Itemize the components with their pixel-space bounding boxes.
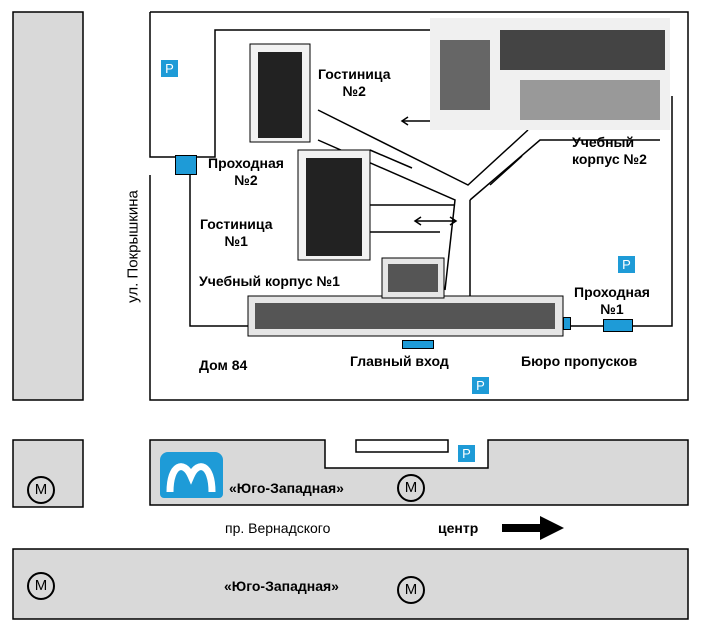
teaching-building-2 xyxy=(430,18,670,130)
hotel-2-building xyxy=(249,43,311,143)
block-metro-south xyxy=(12,548,689,620)
driveway-north xyxy=(183,29,448,158)
block-west xyxy=(12,11,84,401)
metro-icon: M xyxy=(27,572,55,600)
metro-entrance-slot xyxy=(355,439,449,453)
metro-station-south-label: «Юго-Западная» xyxy=(224,578,339,594)
path-c xyxy=(469,139,660,201)
checkpoint-2-marker xyxy=(175,155,197,175)
pass-office-marker xyxy=(563,317,571,330)
main-entrance-label: Главный вход xyxy=(350,353,449,369)
metro-station-north-label: «Юго-Западная» xyxy=(229,480,344,496)
moscow-metro-logo-icon xyxy=(160,452,223,498)
metro-icon: M xyxy=(397,576,425,604)
center-arrow xyxy=(502,516,564,540)
metro-icon: M xyxy=(397,474,425,502)
teaching-building-1 xyxy=(247,257,564,337)
house-84-label: Дом 84 xyxy=(199,357,248,373)
pass-office-label: Бюро пропусков xyxy=(521,353,638,369)
center-label: центр xyxy=(438,520,479,536)
parking-icon: P xyxy=(161,60,178,77)
metro-icon: M xyxy=(27,476,55,504)
path-a xyxy=(317,109,529,186)
block-metro-north xyxy=(149,439,689,506)
campus-boundary xyxy=(149,11,689,401)
path-d xyxy=(370,200,471,298)
street-pokryshkina-label: ул. Покрышкина xyxy=(124,190,142,303)
hotel-1-building xyxy=(297,149,371,261)
campus-boundary-west xyxy=(149,12,175,158)
driveway-east xyxy=(560,96,673,327)
parking-icon: P xyxy=(458,445,475,462)
bidirectional-arrows xyxy=(369,116,523,226)
parking-icon: P xyxy=(472,377,489,394)
parking-icon: P xyxy=(618,256,635,273)
checkpoint-1-marker xyxy=(603,319,633,332)
main-entrance-marker xyxy=(402,340,434,349)
prospekt-label: пр. Вернадского xyxy=(225,520,331,536)
teaching-building-1-label: Учебный корпус №1 xyxy=(199,273,340,289)
